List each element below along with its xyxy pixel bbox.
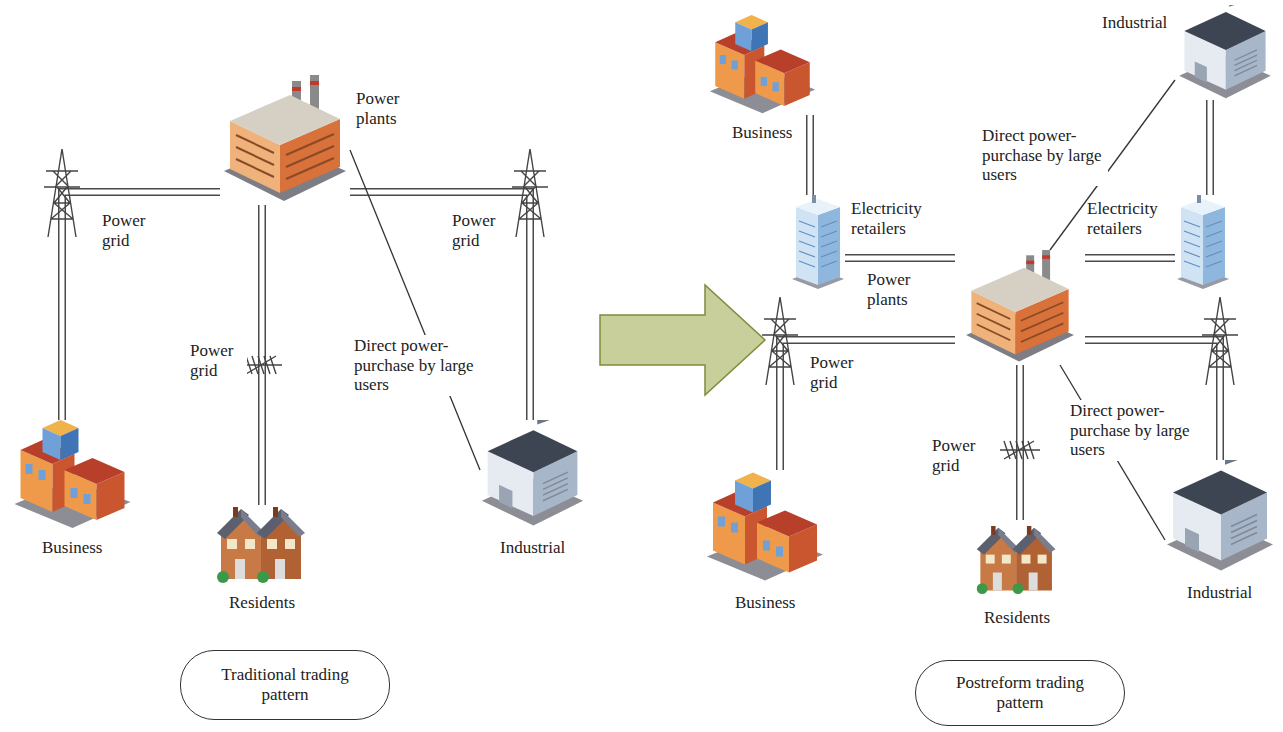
node-label: Power plants	[867, 270, 947, 309]
line-outer	[806, 115, 814, 195]
node-label: Electricity retailers	[1087, 199, 1167, 238]
line-outer	[845, 254, 955, 262]
industrial-building: Industrial	[1165, 460, 1275, 575]
line-inner	[808, 115, 813, 195]
node-label: Business	[732, 123, 792, 143]
node-label: Business	[735, 593, 795, 613]
line-outer	[780, 340, 955, 470]
edge-label: Direct power-purchase by large users	[352, 335, 480, 396]
industrial-icon	[1165, 460, 1275, 575]
retailer-building: Electricity retailers	[790, 195, 845, 290]
double-power-line	[1085, 258, 1175, 259]
retailer-building: Electricity retailers	[1175, 195, 1230, 290]
pylon-icon	[512, 149, 548, 237]
residents-icon	[215, 505, 310, 585]
edge-label: Power grid	[808, 352, 872, 393]
residents-icon	[975, 520, 1060, 600]
business-icon	[705, 470, 825, 585]
edge-label: Power grid	[188, 340, 247, 381]
retail-icon	[1175, 195, 1230, 290]
double-power-line	[62, 192, 220, 420]
edge-label: Power grid	[100, 210, 164, 251]
pattern-title: Postreform trading pattern	[935, 673, 1105, 714]
line-inner	[1085, 256, 1175, 261]
residential-houses: Residents	[975, 520, 1060, 600]
double-power-line	[1020, 365, 1021, 520]
node-label: Residents	[229, 593, 295, 613]
edge-label: Direct power-purchase by large users	[980, 125, 1108, 186]
pylon-icon	[44, 149, 80, 237]
node-label: Industrial	[1187, 583, 1252, 603]
double-power-line	[845, 258, 955, 259]
business-icon	[10, 420, 135, 530]
line-inner	[1208, 100, 1213, 195]
pylon-icon	[1202, 297, 1238, 385]
line-outer	[350, 192, 530, 420]
industrial-icon	[480, 420, 585, 530]
business-building: Business	[705, 470, 825, 585]
node-label: Industrial	[1102, 13, 1167, 33]
pattern-box: Postreform trading pattern	[915, 660, 1125, 726]
pylon-icon	[762, 297, 798, 385]
line-inner	[845, 256, 955, 261]
insulator-icon	[1000, 441, 1040, 459]
double-power-line	[262, 205, 263, 505]
double-power-line	[350, 192, 530, 420]
node-label: Industrial	[500, 538, 565, 558]
line-inner	[1018, 365, 1023, 520]
transition-arrow	[600, 285, 765, 395]
plant-icon	[220, 75, 350, 205]
double-power-line	[810, 115, 811, 195]
power-plant: Power plants	[220, 75, 350, 205]
direct-purchase-line	[350, 150, 480, 470]
pylon-icons	[44, 149, 1238, 459]
line-outer	[62, 192, 220, 420]
power-plant: Power plants	[955, 250, 1085, 365]
pattern-title: Traditional trading pattern	[200, 665, 370, 706]
double-power-line	[780, 340, 955, 470]
line-inner	[62, 192, 220, 420]
line-inner	[350, 192, 530, 420]
line-outer	[1206, 100, 1214, 195]
business-icon	[705, 15, 820, 115]
business-building: Business	[10, 420, 135, 530]
plant-icon	[955, 250, 1085, 365]
edge-label: Direct power-purchase by large users	[1068, 400, 1196, 461]
industrial-building: Industrial	[1175, 5, 1275, 100]
line-outer	[1085, 254, 1175, 262]
node-label: Residents	[984, 608, 1050, 628]
node-label: Power plants	[356, 89, 436, 128]
line-outer	[258, 205, 266, 505]
edge-label: Power grid	[930, 435, 994, 476]
node-label: Business	[42, 538, 102, 558]
node-label: Electricity retailers	[851, 199, 931, 238]
edge-label: Power grid	[450, 210, 514, 251]
business-building: Business	[705, 15, 820, 115]
industrial-building: Industrial	[480, 420, 585, 530]
line-inner	[780, 340, 955, 470]
line-stroke	[350, 150, 480, 470]
industrial-icon	[1175, 5, 1275, 100]
residential-houses: Residents	[215, 505, 310, 585]
line-inner	[260, 205, 265, 505]
pattern-box: Traditional trading pattern	[180, 650, 390, 720]
retail-icon	[790, 195, 845, 290]
insulator-icon	[242, 356, 282, 374]
double-power-line	[1210, 100, 1211, 195]
